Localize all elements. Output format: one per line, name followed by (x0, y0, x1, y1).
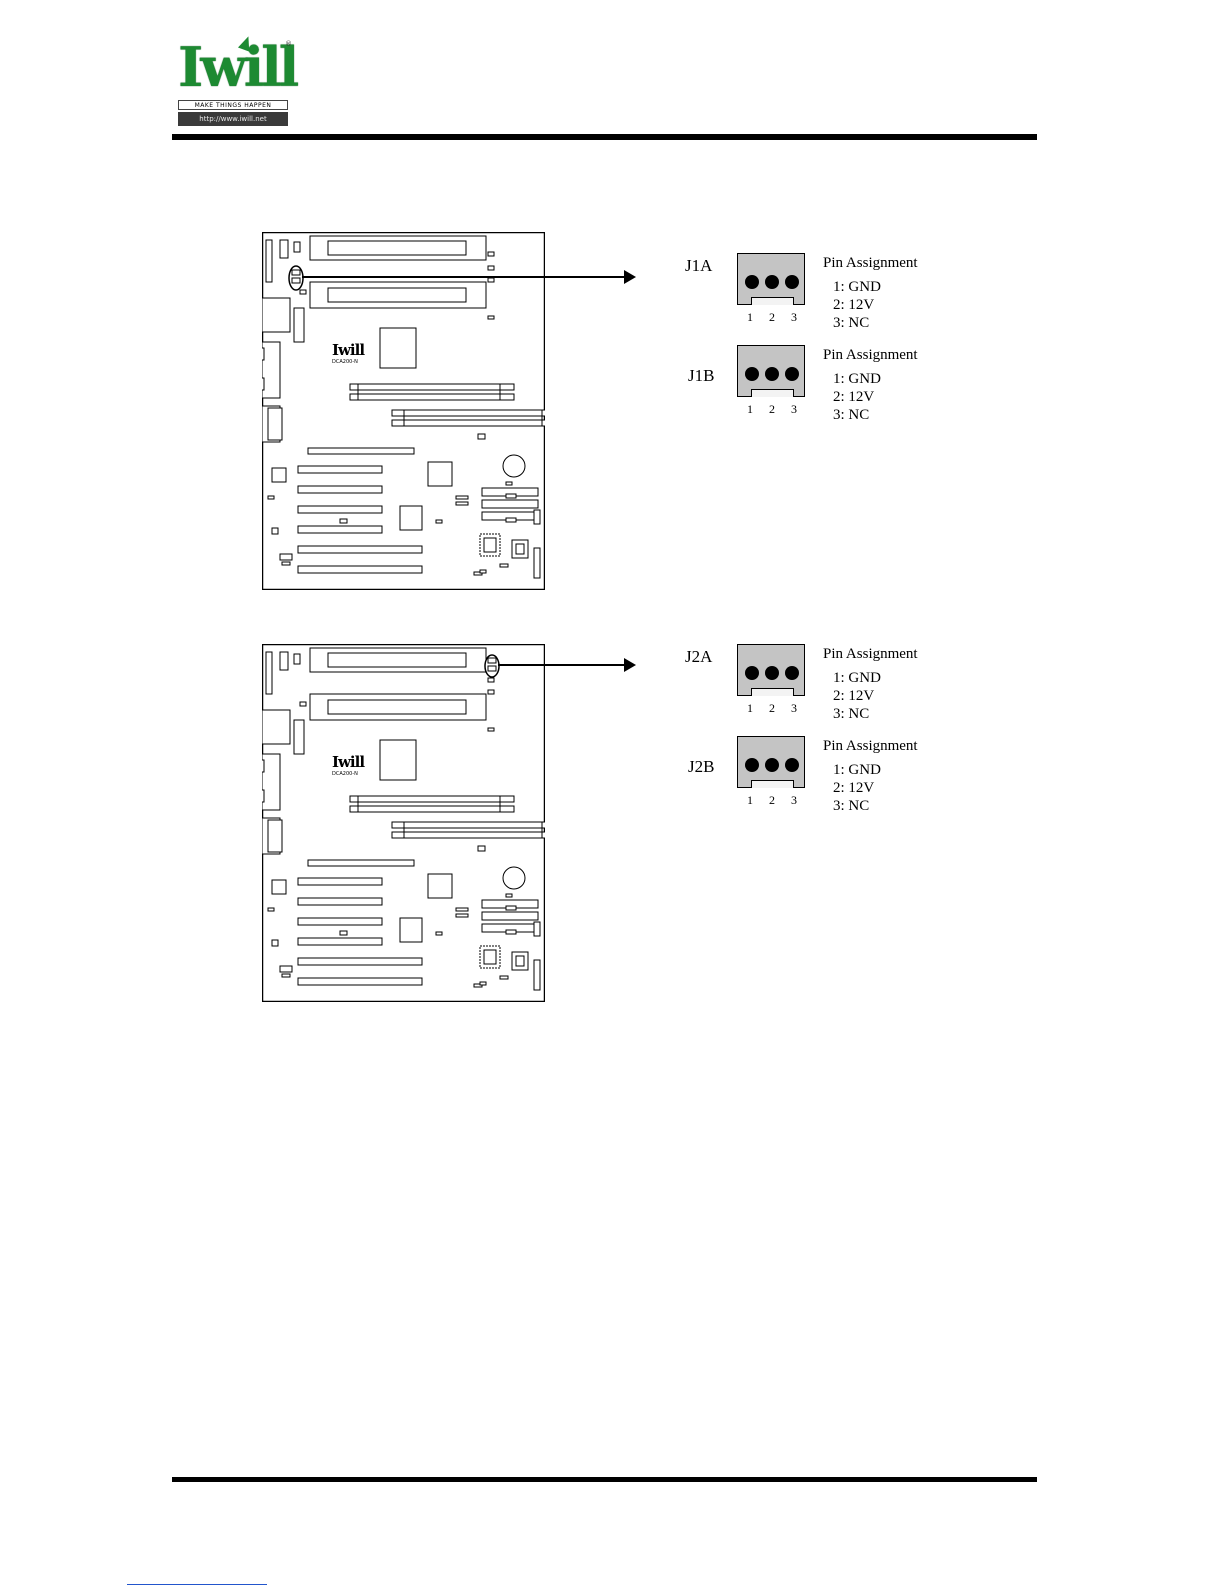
logo-tagline: MAKE THINGS HAPPEN (178, 100, 288, 110)
board-model: DCA200-N (332, 359, 358, 365)
pin-number: 1 (743, 310, 757, 324)
pin-2 (765, 758, 779, 772)
pin-2 (765, 275, 779, 289)
connector-key (751, 780, 794, 788)
header-rule (172, 134, 1037, 140)
pin-1 (745, 275, 759, 289)
pin-number: 2 (765, 402, 779, 416)
connector-label: J1A (685, 256, 712, 276)
connector-header-icon (737, 253, 805, 305)
connector-label: J2B (688, 757, 714, 777)
pin-3 (785, 275, 799, 289)
pin-1 (745, 367, 759, 381)
pointer-arrow-line (498, 664, 624, 666)
pin-assignment-line: 1: GND (833, 370, 881, 388)
pin-3 (785, 758, 799, 772)
pointer-arrow-line (302, 276, 624, 278)
pin-assignment-line: 3: NC (833, 705, 869, 723)
connector-label: J2A (685, 647, 712, 667)
pin-2 (765, 367, 779, 381)
pin-1 (745, 758, 759, 772)
connector-header-icon (737, 736, 805, 788)
pin-assignment-line: 2: 12V (833, 388, 874, 406)
pin-number: 3 (787, 701, 801, 715)
registered-mark-icon: ® (285, 40, 292, 48)
pin-number: 2 (765, 701, 779, 715)
connector-header-icon (737, 345, 805, 397)
board-model: DCA200-N (332, 771, 358, 777)
pin-number: 3 (787, 402, 801, 416)
pin-assignment-line: 2: 12V (833, 687, 874, 705)
pin-assignment-line: 3: NC (833, 797, 869, 815)
logo-url: http://www.iwill.net (178, 112, 288, 126)
pin-assignment-line: 2: 12V (833, 779, 874, 797)
pin-assignment-line: 1: GND (833, 761, 881, 779)
pin-number: 1 (743, 701, 757, 715)
pin-assignment-line: 1: GND (833, 669, 881, 687)
pin-number: 2 (765, 310, 779, 324)
board-brand: Iwill (332, 342, 364, 358)
pin-assignment-title: Pin Assignment (823, 645, 918, 663)
connector-key (751, 297, 794, 305)
fan-connector-highlight (262, 644, 545, 1002)
motherboard-diagram-1: Iwill DCA200-N (262, 232, 545, 590)
pin-assignment-title: Pin Assignment (823, 737, 918, 755)
pin-assignment-title: Pin Assignment (823, 346, 918, 364)
pin-assignment-line: 1: GND (833, 278, 881, 296)
arrow-right-icon (624, 658, 636, 672)
fan-connector-highlight (262, 232, 545, 590)
pin-number: 2 (765, 793, 779, 807)
pin-assignment-line: 3: NC (833, 406, 869, 424)
pin-assignment-line: 2: 12V (833, 296, 874, 314)
iwill-logo: Iwill ® MAKE THINGS HAPPEN http://www.iw… (178, 36, 288, 128)
pin-1 (745, 666, 759, 680)
pin-3 (785, 367, 799, 381)
footer-rule (172, 1477, 1037, 1482)
pin-2 (765, 666, 779, 680)
pin-3 (785, 666, 799, 680)
pin-number: 1 (743, 402, 757, 416)
connector-label: J1B (688, 366, 714, 386)
pin-number: 1 (743, 793, 757, 807)
connector-key (751, 688, 794, 696)
pin-number: 3 (787, 310, 801, 324)
pin-number: 3 (787, 793, 801, 807)
connector-header-icon (737, 644, 805, 696)
pin-assignment-title: Pin Assignment (823, 254, 918, 272)
logo-wordmark: Iwill (178, 36, 288, 98)
connector-key (751, 389, 794, 397)
board-brand: Iwill (332, 754, 364, 770)
pin-assignment-line: 3: NC (833, 314, 869, 332)
arrow-right-icon (624, 270, 636, 284)
motherboard-diagram-2: Iwill DCA200-N (262, 644, 545, 1002)
